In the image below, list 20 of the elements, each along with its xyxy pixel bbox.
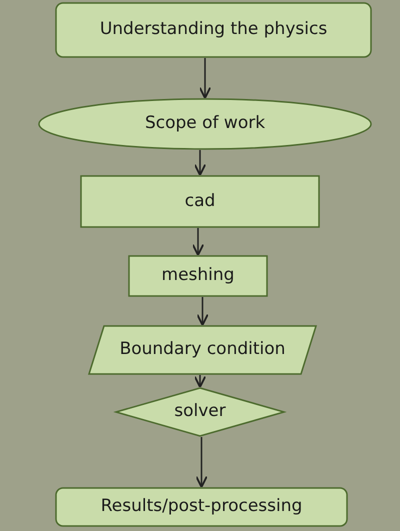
node-label: solver — [174, 402, 226, 422]
arrow — [195, 437, 208, 488]
decision-diamond — [115, 387, 285, 437]
input-parallelogram — [88, 325, 317, 375]
process-box — [128, 255, 268, 297]
process-ellipse — [38, 98, 372, 150]
process-box — [80, 175, 320, 228]
process-box — [55, 2, 372, 58]
node-label: cad — [184, 192, 216, 212]
arrow — [198, 58, 212, 99]
node-label: meshing — [162, 266, 234, 286]
arrow — [194, 375, 206, 388]
node-label: Boundary condition — [118, 340, 286, 360]
arrow — [196, 297, 209, 326]
node-label: Scope of work — [144, 114, 266, 134]
node-label: Results/post-processing — [100, 497, 302, 517]
node-label: Understanding the physics — [100, 20, 328, 40]
process-box — [55, 487, 348, 527]
arrow — [194, 150, 206, 176]
arrow — [192, 228, 204, 256]
